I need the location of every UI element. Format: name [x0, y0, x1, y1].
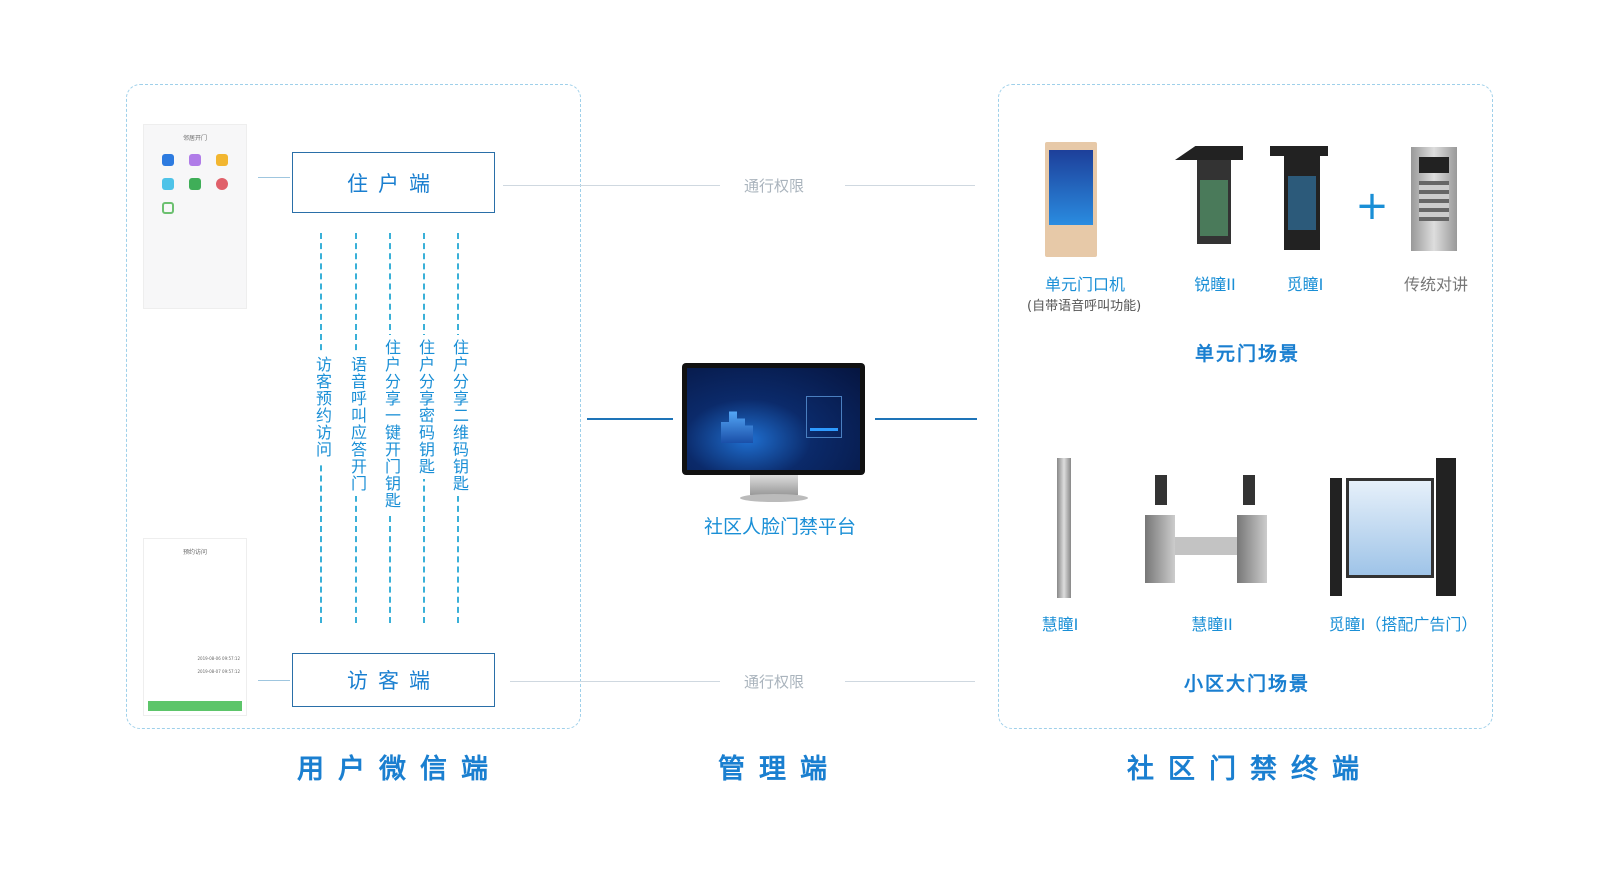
device-label: 慧瞳II: [1191, 615, 1233, 634]
connector: [258, 177, 290, 178]
mitong-ad-gate-image: [1330, 458, 1456, 598]
permission-label: 通行权限: [744, 177, 805, 195]
unit-scene-title: 单元门场景: [1195, 343, 1301, 365]
permission-line: [845, 185, 975, 186]
feature-label: 住户分享二维码钥匙: [449, 335, 469, 496]
huitong-i-image: [1057, 458, 1071, 598]
unit-door-station-image: [1045, 142, 1097, 257]
feature-label: 访客预约访问: [312, 352, 332, 462]
terminal-section-title: 社区门禁终端: [1127, 754, 1373, 785]
permission-label: 通行权限: [744, 673, 805, 691]
traditional-intercom-image: [1411, 147, 1457, 251]
connector: [258, 680, 290, 681]
app-icon: [188, 154, 201, 166]
resident-box: 住户端: [292, 152, 495, 213]
device-label: 觅瞳I（搭配广告门）: [1328, 615, 1478, 634]
app-icon: [161, 154, 174, 166]
visitor-phone-screenshot: 预约访问 2019-08-06 09:57:12 2019-08-07 09:5…: [143, 538, 247, 716]
device-label: 觅瞳I: [1286, 275, 1324, 294]
ruitong-ii-image: [1175, 146, 1243, 246]
app-icon: [161, 202, 174, 214]
device-label: 传统对讲: [1403, 275, 1468, 294]
visit-end-time: 2019-08-07 09:57:12: [197, 669, 240, 674]
feature-label: 住户分享密码钥匙: [415, 335, 435, 479]
huitong-ii-image: [1145, 475, 1267, 585]
visitor-box: 访客端: [292, 653, 495, 707]
permission-line: [845, 681, 975, 682]
user-panel: [126, 84, 581, 729]
app-icon: [216, 154, 229, 166]
device-label: 慧瞳I: [1041, 615, 1079, 634]
permission-line: [503, 185, 720, 186]
app-icon: [188, 178, 201, 190]
feature-label: 住户分享一键开门钥匙: [381, 335, 401, 513]
terminal-panel: [998, 84, 1493, 729]
app-icon: [216, 178, 229, 190]
plus-sign: +: [1355, 183, 1389, 229]
user-section-title: 用户微信端: [297, 754, 502, 785]
connector: [875, 418, 977, 420]
device-label: 锐瞳II: [1194, 275, 1236, 294]
monitor-icon: [682, 363, 865, 475]
device-note: (自带语音呼叫功能): [1027, 299, 1142, 314]
connector: [587, 418, 673, 420]
feature-label: 语音呼叫应答开门: [347, 352, 367, 496]
visit-start-time: 2019-08-06 09:57:12: [197, 656, 240, 661]
submit-button[interactable]: [148, 701, 242, 711]
phone-title: 邻居开门: [182, 135, 207, 142]
app-icon: [161, 178, 174, 190]
device-label: 单元门口机: [1044, 275, 1125, 294]
permission-line: [510, 681, 720, 682]
platform-label: 社区人脸门禁平台: [703, 516, 856, 538]
mitong-i-image: [1270, 146, 1328, 250]
phone-title: 预约访问: [182, 549, 207, 556]
monitor-stand: [750, 475, 798, 495]
admin-section-title: 管理端: [718, 754, 841, 785]
resident-phone-screenshot: 邻居开门: [143, 124, 247, 309]
monitor-base: [740, 494, 808, 502]
gate-scene-title: 小区大门场景: [1184, 673, 1311, 695]
